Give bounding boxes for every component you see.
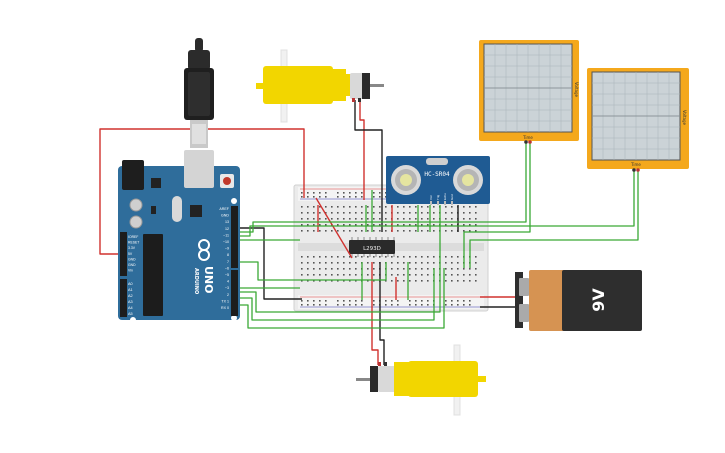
wire-green-4	[240, 261, 387, 281]
sensor-pin	[451, 201, 453, 205]
digital-pin-label: 12	[225, 227, 229, 231]
usb-port	[184, 150, 214, 188]
wire-green-5	[240, 205, 441, 313]
digital-pin-label: 2	[227, 293, 229, 297]
wire-green-2	[240, 170, 635, 237]
wire-red-motor1	[359, 100, 365, 200]
driver-chip[interactable]: L293D	[349, 237, 395, 257]
sensor-label: HC-SR04	[424, 171, 450, 178]
digital-pin-label: ~9	[225, 247, 229, 251]
breadboard-holes	[301, 192, 477, 306]
digital-pin-label: ~11	[223, 233, 229, 237]
analog-pin-label: A1	[128, 288, 133, 292]
scope1-side-label: Voltage	[574, 82, 579, 98]
arduino-brand: ARDUINO	[193, 268, 199, 294]
oscilloscope-1[interactable]: Voltage Time	[479, 40, 579, 144]
scope1-bottom-label: Time	[522, 135, 533, 140]
digital-pin-label: 8	[227, 253, 229, 257]
digital-pin-label: ~10	[223, 240, 229, 244]
wire-green-9	[463, 142, 531, 268]
power-jack	[122, 160, 144, 190]
digital-pin-label: ~6	[225, 266, 229, 270]
sensor-pin	[437, 201, 439, 205]
wire-black-gnd	[240, 227, 302, 300]
sensor-pin-label: Echo	[443, 193, 447, 200]
analog-pin-label: A4	[128, 306, 133, 310]
sensor-pin-label: Gnd	[450, 194, 454, 200]
power-pin-label: IOREF	[128, 235, 138, 239]
digital-header-high	[231, 206, 238, 268]
power-pin-label: GND	[128, 257, 136, 261]
wire-black-motor2	[379, 262, 385, 365]
digital-pin-label: GND	[221, 214, 229, 218]
oscilloscope-2[interactable]: Voltage Time	[587, 68, 689, 172]
wire-black-motor1	[354, 100, 383, 232]
power-pin-label: Vin	[128, 269, 133, 273]
wire-green-7	[240, 268, 445, 329]
wires	[99, 100, 639, 365]
digital-pin-label: 4	[227, 280, 229, 284]
digital-pin-label: ~5	[225, 273, 229, 277]
battery-label: 9V	[589, 288, 608, 312]
wire-green-1	[240, 142, 527, 233]
power-pin-label: RESET	[128, 241, 139, 245]
digital-header-low	[231, 270, 238, 316]
power-pin-label: GND	[128, 263, 136, 267]
wire-red-motor2	[371, 262, 379, 365]
dc-motor-bottom[interactable]	[356, 344, 486, 416]
power-pin-label: 3.3V	[128, 246, 136, 250]
arduino-uno[interactable]: ARDUINO UNO AREF GND 13 12 ~11 ~10 ~9 8 7 ~6 ~5 4 ~3…	[118, 150, 240, 323]
analog-pin-label: A0	[128, 282, 133, 286]
digital-pin-label: 13	[225, 220, 229, 224]
sensor-pin	[430, 201, 432, 205]
usb-cable[interactable]	[184, 38, 214, 148]
wire-red-bb-diag	[315, 197, 353, 259]
microcontroller-chip	[143, 234, 163, 316]
wire-red-5v	[99, 128, 305, 255]
sensor-pin-label: Trig	[436, 195, 440, 200]
digital-pin-label: RX 0	[221, 306, 229, 310]
analog-pin-label: A2	[128, 294, 133, 298]
power-pin-label: 5V	[128, 252, 133, 256]
scope2-bottom-label: Time	[630, 162, 641, 167]
arduino-logo	[198, 239, 210, 261]
digital-pin-label: TX 1	[221, 299, 229, 303]
pin-labels: AREF GND 13 12 ~11 ~10 ~9 8 7 ~6 ~5 4 ~3 2 TX 1 RX 0 IOR…	[128, 207, 230, 316]
wire-green-6	[240, 268, 435, 321]
dc-motor-top[interactable]	[256, 49, 384, 123]
analog-pin-label: A3	[128, 300, 133, 304]
digital-pin-label: ~3	[225, 286, 229, 290]
driver-chip-label: L293D	[363, 246, 381, 252]
power-header	[120, 232, 127, 276]
battery-9v[interactable]: 9V	[515, 270, 642, 331]
scope2-side-label: Voltage	[682, 110, 687, 126]
wire-green-10	[469, 170, 639, 268]
analog-header	[120, 279, 127, 317]
analog-pin-label: A5	[128, 312, 133, 316]
arduino-model: UNO	[202, 266, 215, 294]
digital-pin-label: 7	[227, 260, 229, 264]
digital-pin-label: AREF	[219, 207, 229, 211]
sensor-pin-label: Vcc	[429, 194, 433, 200]
sensor-pin	[444, 201, 446, 205]
